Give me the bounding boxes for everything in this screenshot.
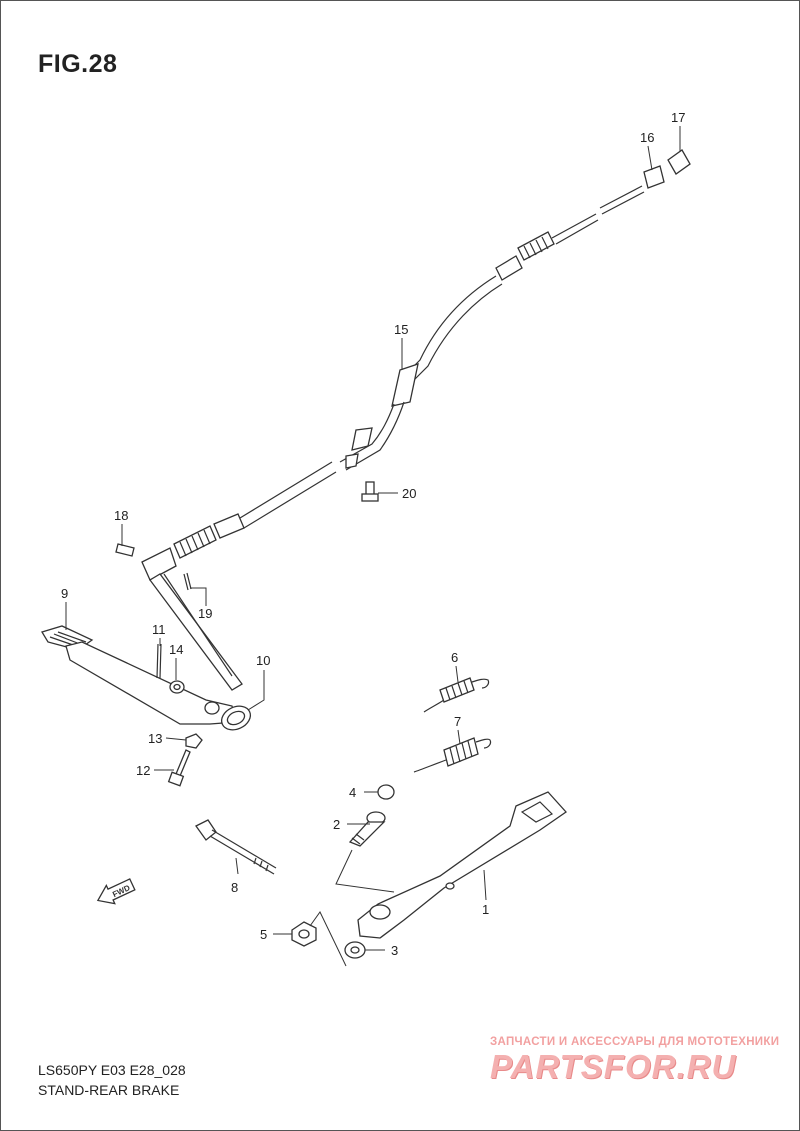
cable-adjuster-bottom — [173, 513, 245, 559]
callout-leaders — [65, 126, 681, 951]
callout-5: 5 — [260, 927, 267, 942]
spring-part-7 — [413, 737, 492, 773]
washer-part-14 — [169, 680, 185, 694]
callout-9: 9 — [61, 586, 68, 601]
nut-part-13 — [185, 733, 203, 749]
cable-nut-part-16 — [643, 165, 665, 189]
brake-cable-part-15 — [141, 185, 645, 581]
long-bolt-part-8 — [195, 819, 277, 875]
cable-joint-part-17 — [667, 149, 691, 175]
callout-4: 4 — [349, 785, 356, 800]
callout-1: 1 — [482, 902, 489, 917]
clevis-pin-part-18 — [115, 543, 135, 557]
callout-16: 16 — [640, 130, 654, 145]
cable-adjuster-top — [495, 231, 555, 281]
pin-part-11 — [156, 643, 162, 679]
callout-14: 14 — [169, 642, 183, 657]
callout-numbers: 1 2 3 4 5 6 7 8 9 10 11 12 13 14 15 16 1… — [61, 110, 685, 958]
callout-17: 17 — [671, 110, 685, 125]
callout-12: 12 — [136, 763, 150, 778]
model-code: LS650PY E03 E28_028 — [38, 1062, 186, 1078]
assembly-line-nut-to-stand — [309, 911, 347, 967]
callout-8: 8 — [231, 880, 238, 895]
callout-19: 19 — [198, 606, 212, 621]
figure-title: FIG.28 — [38, 50, 118, 78]
watermark-caption: ЗАПЧАСТИ И АКСЕССУАРЫ ДЛЯ МОТОТЕХНИКИ — [490, 1036, 780, 1048]
callout-7: 7 — [454, 714, 461, 729]
callout-13: 13 — [148, 731, 162, 746]
callout-6: 6 — [451, 650, 458, 665]
callout-20: 20 — [402, 486, 416, 501]
pivot-bolt-part-2 — [348, 811, 386, 847]
callout-10: 10 — [256, 653, 270, 668]
section-title: STAND-REAR BRAKE — [38, 1082, 180, 1098]
watermark-logo: PARTSFOR.RU — [490, 1048, 737, 1085]
bolt-part-12 — [167, 749, 191, 787]
callout-15: 15 — [394, 322, 408, 337]
spring-part-6 — [423, 677, 490, 713]
callout-11: 11 — [152, 622, 166, 637]
callout-3: 3 — [391, 943, 398, 958]
bolt-part-20 — [361, 481, 379, 502]
fwd-arrow-icon: FWD — [96, 878, 136, 905]
cotter-pin-part-19 — [183, 572, 192, 591]
assembly-line-bolt-to-stand — [335, 849, 395, 893]
nut-part-5 — [291, 921, 317, 947]
washer-part-3 — [344, 941, 366, 959]
side-stand-part-1 — [357, 791, 567, 939]
callout-18: 18 — [114, 508, 128, 523]
brake-pedal-part-9 — [41, 573, 252, 731]
cap-part-4 — [377, 784, 395, 800]
pivot-bushing-part-10 — [204, 701, 252, 731]
callout-2: 2 — [333, 817, 340, 832]
